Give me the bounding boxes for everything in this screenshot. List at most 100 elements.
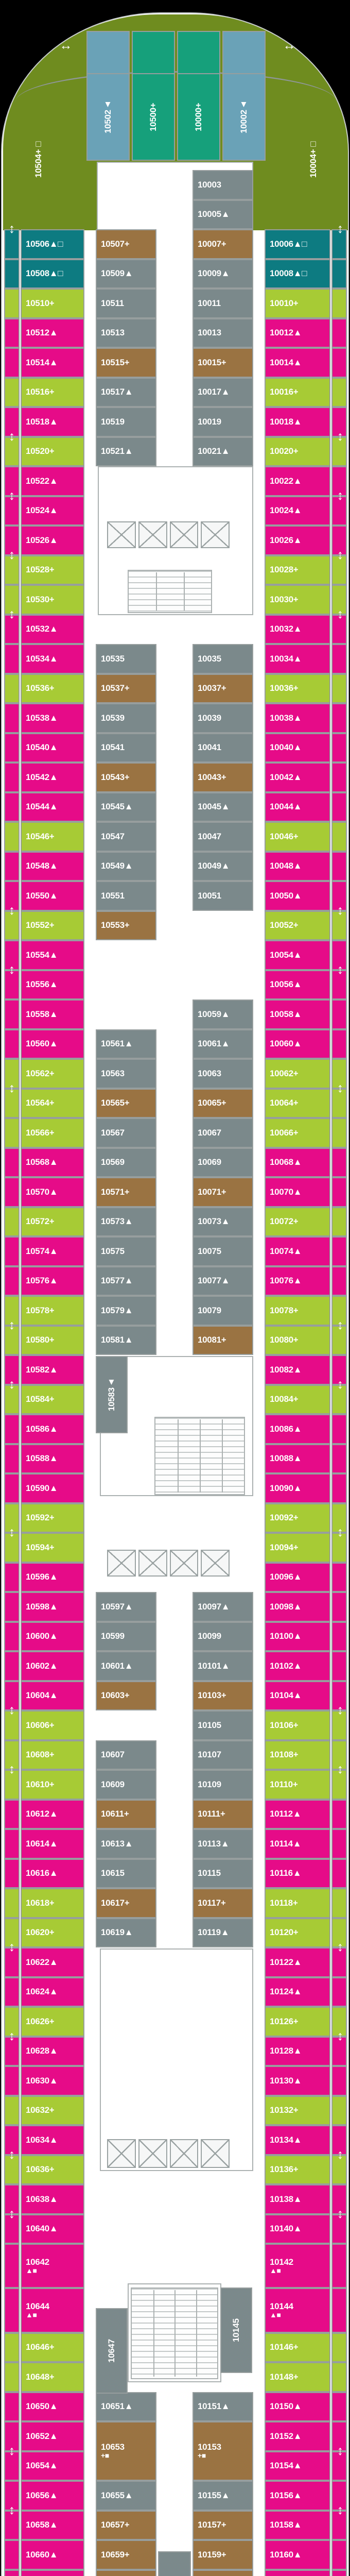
- cabin-10002: 10002▲: [222, 73, 266, 161]
- cabin-10611: 10611+: [96, 1799, 156, 1829]
- cabin-number: 10650▲: [26, 2401, 58, 2412]
- cabin-number: 10048▲: [270, 861, 302, 871]
- cabin-10152: 10152▲: [265, 2421, 330, 2451]
- cabin-number: 10568▲: [26, 1157, 58, 1167]
- cabin-10061: 10061▲: [192, 1029, 253, 1059]
- cabin-10066: 10066+: [265, 1118, 330, 1148]
- cabin-number: 10146+: [270, 2342, 299, 2352]
- cabin-number: 10140▲: [270, 2224, 302, 2234]
- cabin-10546: 10546+: [21, 822, 84, 852]
- cabin-number: 10002▲: [239, 100, 249, 134]
- cabin-10543: 10543+: [96, 762, 156, 792]
- cabin-10515: 10515+: [96, 348, 156, 378]
- connecting-door-arrow-icon: ↕: [8, 222, 15, 236]
- cabin-10101: 10101▲: [192, 1651, 253, 1681]
- cabin-number: 10051: [198, 890, 221, 901]
- cabin-10662: 10662▲: [21, 2569, 84, 2576]
- cabin-10528: 10528+: [21, 555, 84, 585]
- balcony-10108: [331, 1740, 347, 1770]
- balcony-10532: [4, 614, 20, 644]
- cabin-10508: 10508▲□: [21, 259, 84, 289]
- cabin-number: 10075: [198, 1246, 221, 1256]
- cabin-10549: 10549▲: [96, 851, 156, 881]
- cabin-number: 10092+: [270, 1513, 299, 1523]
- connecting-door-arrow-icon: ↕: [337, 2028, 344, 2043]
- bow-door-arrow-icon: ↔: [283, 38, 296, 53]
- cabin-number: 10113▲: [198, 1838, 230, 1849]
- cabin-number: 10509▲: [101, 268, 133, 279]
- cabin-10042: 10042▲: [265, 762, 330, 792]
- balcony-10510: [4, 289, 20, 318]
- connecting-door-arrow-icon: ↕: [337, 1525, 344, 1539]
- cabin-number: 10540▲: [26, 742, 58, 753]
- cabin-10073: 10073▲: [192, 1207, 253, 1236]
- cabin-10628: 10628▲: [21, 2036, 84, 2066]
- connecting-door-arrow-icon: ↕: [8, 1080, 15, 1095]
- cabin-number: 10118+: [270, 1897, 298, 1908]
- cabin-number: 10148+: [270, 2371, 299, 2382]
- balcony-10568: [4, 1147, 20, 1177]
- cabin-10630: 10630▲: [21, 2066, 84, 2096]
- cabin-10050: 10050▲: [265, 881, 330, 911]
- cabin-10008: 10008▲□: [265, 259, 330, 289]
- cabin-number: 10520+: [26, 446, 55, 456]
- balcony-10564: [4, 1088, 20, 1118]
- balcony-10158: [331, 2510, 347, 2540]
- cabin-number: 10654▲: [26, 2461, 58, 2471]
- cabin-10060: 10060▲: [265, 1029, 330, 1059]
- balcony-10648: [4, 2362, 20, 2392]
- cabin-number: 10024▲: [270, 505, 302, 516]
- balcony-10512: [4, 318, 20, 348]
- balcony-10036: [331, 673, 347, 703]
- cabin-number: 10655▲: [101, 2490, 133, 2500]
- balcony-10116: [331, 1858, 347, 1888]
- balcony-10618: [4, 1888, 20, 1918]
- cabin-10552: 10552+: [21, 910, 84, 940]
- cabin-10124: 10124▲: [265, 1977, 330, 2007]
- cabin-10651: 10651▲: [96, 2392, 156, 2421]
- cabin-10516: 10516+: [21, 377, 84, 407]
- cabin-10506: 10506▲□: [21, 229, 84, 259]
- balcony-10572: [4, 1207, 20, 1236]
- cabin-10550: 10550▲: [21, 881, 84, 911]
- cabin-number: 10066+: [270, 1127, 299, 1138]
- cabin-10614: 10614▲: [21, 1829, 84, 1859]
- connecting-door-arrow-icon: ↕: [337, 2147, 344, 2162]
- cabin-10146: 10146+: [265, 2332, 330, 2362]
- cabin-10604: 10604▲: [21, 1681, 84, 1710]
- cabin-number: 10159+: [198, 2549, 226, 2560]
- balcony-10028: [331, 555, 347, 585]
- cabin-10572: 10572+: [21, 1207, 84, 1236]
- cabin-number: 10558▲: [26, 1009, 58, 1019]
- balcony-10590: [4, 1473, 20, 1503]
- cabin-10155: 10155▲: [192, 2481, 253, 2511]
- balcony-10072: [331, 1207, 347, 1236]
- cabin-number: 10617+: [101, 1897, 130, 1908]
- cabin-number: 10541: [101, 742, 125, 753]
- elevator-icon: [169, 521, 199, 548]
- cabin-10624: 10624▲: [21, 1977, 84, 2007]
- balcony-10602: [4, 1651, 20, 1681]
- balcony-10030: [331, 585, 347, 615]
- cabin-number: 10156▲: [270, 2490, 302, 2500]
- cabin-number: 10508▲□: [26, 268, 63, 279]
- balcony-10014: [331, 348, 347, 378]
- cabin-number: 10609: [101, 1779, 125, 1789]
- cabin-number: 10047: [198, 831, 221, 841]
- balcony-10584: [4, 1384, 20, 1414]
- connecting-door-arrow-icon: ↕: [8, 547, 15, 562]
- cabin-number: 10119▲: [198, 1927, 230, 1938]
- cabin-number: 10604▲: [26, 1690, 58, 1701]
- balcony-10636: [4, 2155, 20, 2184]
- elevator-icon: [201, 521, 230, 548]
- connecting-door-arrow-icon: ↕: [8, 1377, 15, 1392]
- cabin-10067: 10067: [192, 1118, 253, 1148]
- balcony-10104: [331, 1681, 347, 1710]
- cabin-10030: 10030+: [265, 585, 330, 615]
- cabin-10554: 10554▲: [21, 940, 84, 970]
- cabin-number: 10619▲: [101, 1927, 133, 1938]
- forward-elevator-bank: [107, 521, 230, 548]
- balcony-10660: [4, 2540, 20, 2570]
- balcony-10046: [331, 822, 347, 852]
- elevator-icon: [107, 1550, 136, 1577]
